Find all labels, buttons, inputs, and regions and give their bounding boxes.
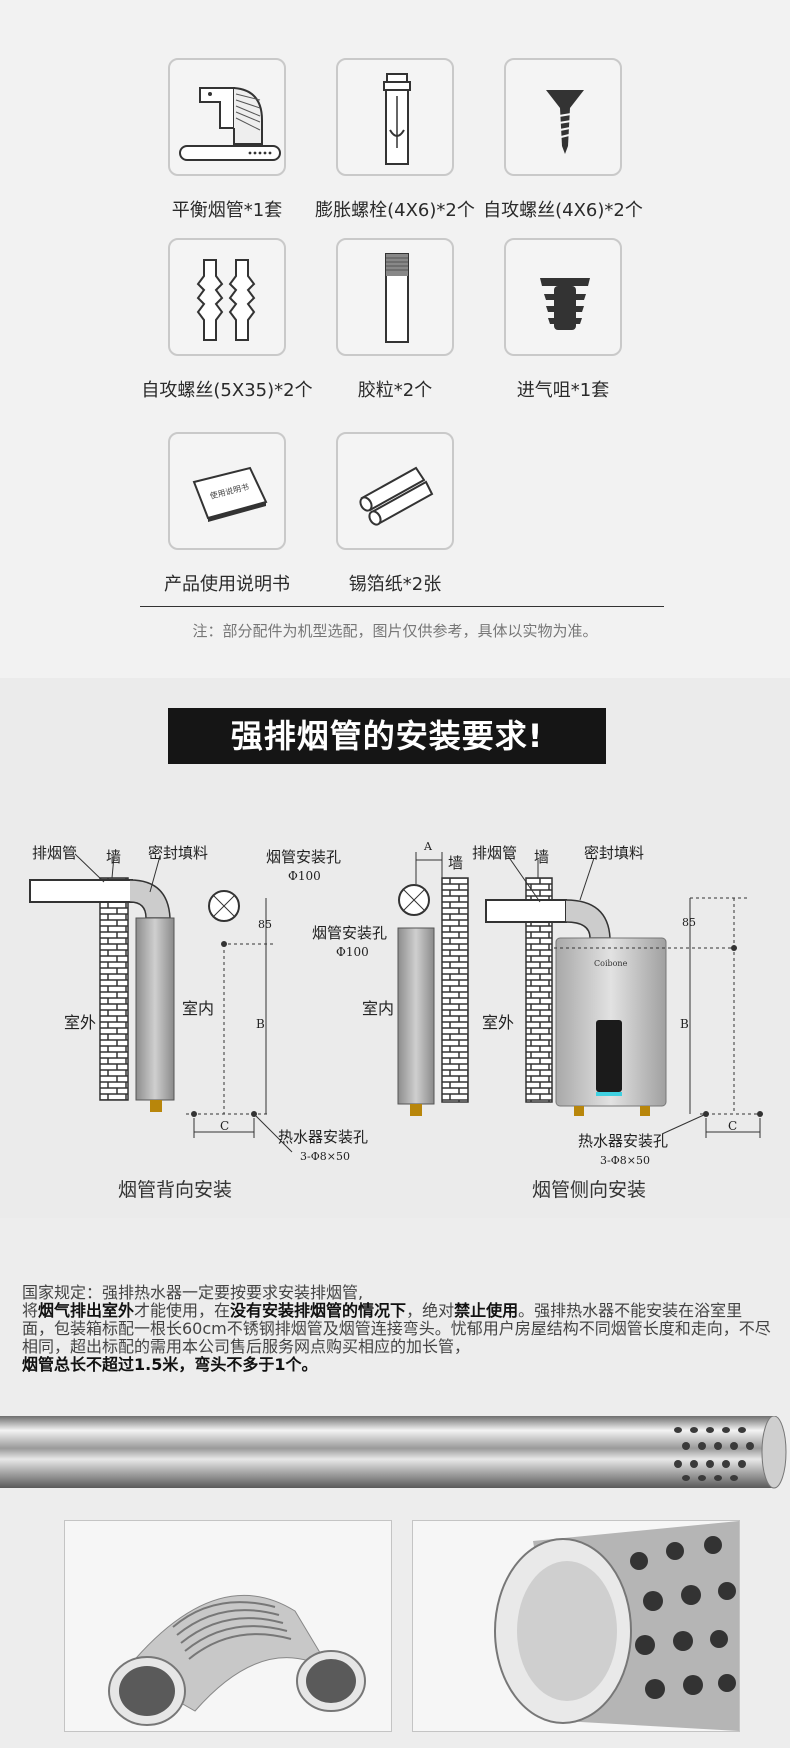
side-install-diagram: 烟管安装孔 Φ100 A 墙 室内 排烟管 墙 密封填料 室外 Coibone … (312, 840, 766, 1201)
pipe-elbow-image (108, 1594, 366, 1726)
accessory-frame: 使用说明书 (168, 432, 286, 550)
label-diameter-right: Φ100 (336, 945, 369, 959)
label-seal-right: 密封填料 (584, 844, 644, 862)
label-heater-hole-right: 热水器安装孔 (578, 1132, 668, 1150)
accessory-frame (336, 58, 454, 176)
regulation-text: 国家规定：强排热水器一定要按要求安装排烟管, 将烟气排出室外才能使用，在没有安装… (22, 1284, 774, 1374)
accessories-section: 平衡烟管*1套 膨胀螺栓(4X6)*2个 自攻螺丝(4X6)*2个 (0, 0, 790, 678)
self-tapping-screw-icon (546, 90, 584, 154)
regulation-span: ，绝对 (406, 1301, 455, 1320)
accessory-label: 平衡烟管*1套 (171, 200, 283, 221)
divider (140, 606, 664, 607)
installation-section: 强排烟管的安装要求! (0, 678, 790, 1218)
label-pipe-hole: 烟管安装孔 (266, 848, 341, 866)
dim-85: 85 (258, 918, 272, 931)
elbow-photo (64, 1520, 392, 1732)
label-seal: 密封填料 (148, 844, 208, 862)
dim-c: C (220, 1119, 229, 1133)
caption-rear-install: 烟管背向安装 (118, 1179, 232, 1201)
regulation-limit: 烟管总长不超过1.5米，弯头不多于1个。 (22, 1355, 318, 1374)
expansion-bolt-icon (383, 73, 411, 165)
accessory-label: 胶粒*2个 (357, 380, 433, 401)
regulation-span: 才能使用，在 (134, 1301, 231, 1320)
label-wall: 墙 (106, 848, 121, 866)
dim-c-right: C (728, 1119, 737, 1133)
wall-anchor-icon (196, 259, 256, 341)
stainless-pipe-image (0, 1416, 787, 1489)
regulation-span: 将 (22, 1301, 39, 1320)
end-cap-photo (412, 1520, 740, 1732)
label-indoor-right: 室内 (362, 999, 394, 1018)
label-exhaust-pipe-right: 排烟管 (472, 844, 517, 862)
regulation-emphasis: 烟气排出室外 (38, 1301, 135, 1320)
regulation-line-1: 国家规定：强排热水器一定要按要求安装排烟管, (22, 1283, 364, 1302)
label-hole-spec: 3-Φ8×50 (300, 1150, 350, 1163)
label-indoor: 室内 (182, 999, 214, 1018)
label-diameter: Φ100 (288, 869, 321, 883)
regulation-emphasis: 禁止使用 (454, 1301, 519, 1320)
accessory-label: 膨胀螺栓(4X6)*2个 (315, 200, 475, 221)
foil-roll-icon (359, 466, 434, 526)
dim-b-right: B (680, 1017, 689, 1031)
accessory-item: 使用说明书 产品使用说明书 (109, 432, 345, 596)
regulation-paragraph: 将烟气排出室外才能使用，在没有安装排烟管的情况下，绝对禁止使用。强排热水器不能安… (22, 1302, 774, 1356)
air-intake-icon (540, 278, 590, 330)
label-wall-right: 墙 (448, 854, 463, 872)
label-outdoor-right: 室外 (482, 1013, 514, 1032)
accessory-frame (504, 238, 622, 356)
accessory-item: 膨胀螺栓(4X6)*2个 (277, 58, 513, 222)
accessory-frame (336, 432, 454, 550)
label-exhaust-pipe: 排烟管 (32, 844, 77, 862)
accessory-frame (336, 238, 454, 356)
accessory-item: 锡箔纸*2张 (277, 432, 513, 596)
regulation-span: 。强排热水器不能安装在浴室里面，包装箱标配一根长60cm不锈钢排烟管及烟管连接弯… (22, 1301, 771, 1356)
balance-flue-pipe-icon (179, 87, 281, 161)
heater-brand: Coibone (594, 959, 628, 968)
regulation-section: 国家规定：强排热水器一定要按要求安装排烟管, 将烟气排出室外才能使用，在没有安装… (0, 1218, 790, 1748)
dim-b: B (256, 1017, 265, 1031)
accessory-label: 自攻螺丝(5X35)*2个 (141, 380, 313, 401)
manual-book-icon: 使用说明书 (192, 466, 268, 522)
accessory-frame (504, 58, 622, 176)
accessory-item: 平衡烟管*1套 (109, 58, 345, 222)
regulation-emphasis: 没有安装排烟管的情况下 (230, 1301, 407, 1320)
label-outdoor: 室外 (64, 1013, 96, 1032)
section-banner: 强排烟管的安装要求! (168, 708, 606, 764)
installation-diagram: 排烟管 墙 密封填料 烟管安装孔 Φ100 室外 室内 85 B C 热水器安装… (29, 840, 766, 1201)
dim-85-right: 85 (682, 916, 696, 929)
accessory-label: 锡箔纸*2张 (348, 574, 442, 595)
accessory-label: 产品使用说明书 (164, 574, 290, 595)
label-pipe-hole-right: 烟管安装孔 (312, 924, 387, 942)
accessory-label: 自攻螺丝(4X6)*2个 (483, 200, 643, 221)
label-wall2-right: 墙 (534, 848, 549, 866)
accessory-item: 进气咀*1套 (445, 238, 681, 402)
accessory-frame (168, 58, 286, 176)
rubber-plug-icon (385, 253, 409, 343)
dim-a: A (423, 840, 433, 853)
accessory-item: 胶粒*2个 (277, 238, 513, 402)
rear-install-diagram: 排烟管 墙 密封填料 烟管安装孔 Φ100 室外 室内 85 B C 热水器安装… (29, 844, 368, 1201)
label-heater-hole: 热水器安装孔 (278, 1128, 368, 1146)
accessory-item: 自攻螺丝(5X35)*2个 (109, 238, 345, 402)
pipe-end-cap-image (494, 1521, 739, 1731)
accessory-item: 自攻螺丝(4X6)*2个 (445, 58, 681, 222)
label-hole-spec-right: 3-Φ8×50 (600, 1154, 650, 1167)
accessory-label: 进气咀*1套 (516, 380, 610, 401)
caption-side-install: 烟管侧向安装 (532, 1179, 646, 1201)
disclaimer-note: 注：部分配件为机型选配，图片仅供参考，具体以实物为准。 (192, 622, 598, 640)
accessory-frame (168, 238, 286, 356)
